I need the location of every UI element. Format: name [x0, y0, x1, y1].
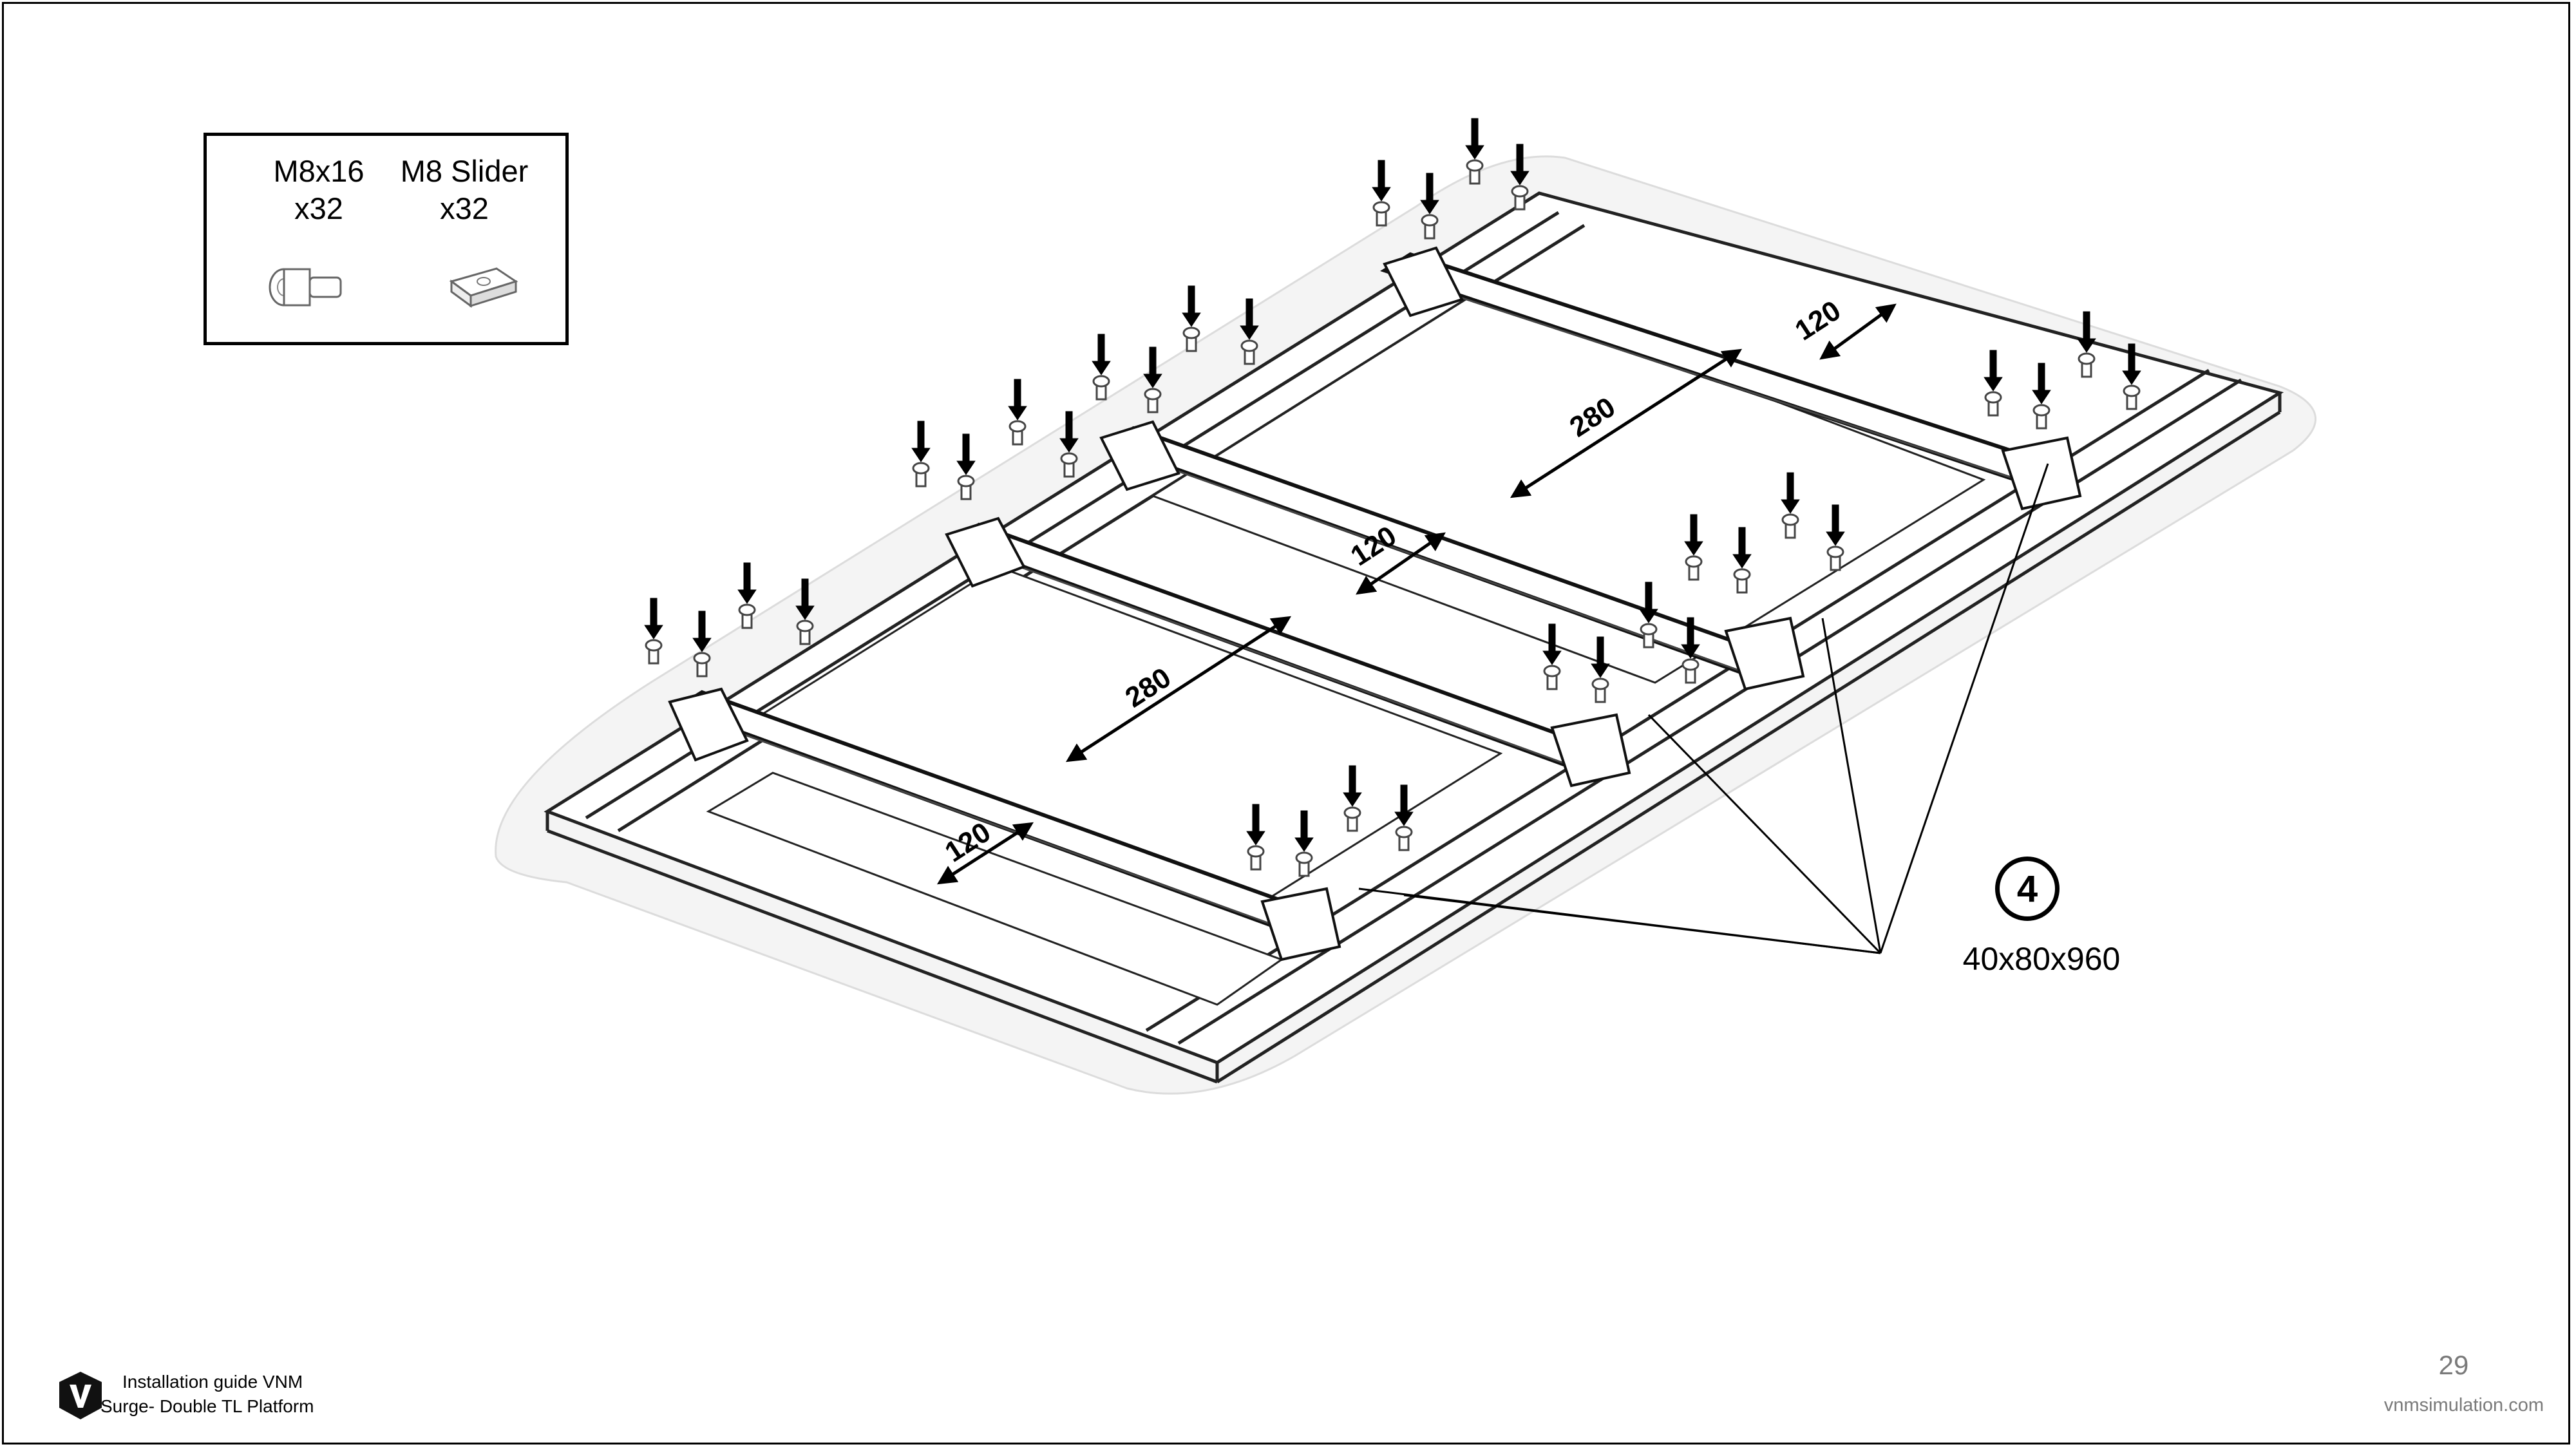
website-link[interactable]: vnmsimulation.com — [2383, 1395, 2544, 1416]
part-callout-number: 4 — [1995, 857, 2060, 921]
bolt-with-arrow — [1781, 472, 1800, 539]
bolt-with-arrow — [1294, 810, 1314, 877]
bolt-with-arrow — [2122, 343, 2141, 410]
bolt-with-arrow — [737, 562, 757, 629]
callout-leaders — [1358, 463, 2049, 954]
part-quantity: x32 — [440, 191, 489, 225]
m8-bolt-icon — [269, 268, 342, 307]
bolt-with-arrow — [1059, 411, 1079, 478]
bolt-with-arrow — [2032, 363, 2051, 430]
bolt-markers — [644, 118, 2141, 877]
parts-list-box: M8x16 x32 M8 Slider x32 — [204, 133, 569, 345]
bolt-with-arrow — [1542, 623, 1562, 690]
dimension-lines — [936, 303, 1897, 885]
bolt-with-arrow — [956, 433, 976, 500]
bolt-with-arrow — [1510, 144, 1530, 211]
t-slot-slider-icon — [449, 267, 518, 308]
bolt-with-arrow — [1246, 804, 1265, 871]
part-quantity: x32 — [294, 191, 343, 225]
part-name: M8x16 — [273, 154, 365, 188]
bolt-with-arrow — [1732, 527, 1752, 594]
vnm-shield-logo-icon — [59, 1372, 102, 1419]
bolt-with-arrow — [1240, 298, 1259, 365]
bolt-with-arrow — [911, 421, 931, 488]
bolt-with-arrow — [1681, 617, 1700, 684]
bolt-with-arrow — [1143, 346, 1162, 413]
bolt-with-arrow — [1465, 118, 1484, 185]
bolt-with-arrow — [692, 611, 712, 677]
bolt-with-arrow — [1420, 173, 1439, 240]
bolt-with-arrow — [1343, 765, 1362, 832]
part-bolt: M8x16 x32 — [242, 153, 396, 227]
bolt-with-arrow — [2077, 311, 2096, 378]
corner-brackets — [668, 246, 2082, 961]
part-name: M8 Slider — [400, 154, 529, 188]
part-callout-label: 40x80x960 — [1962, 941, 2121, 977]
footer-product-name: Surge- Double TL Platform — [100, 1396, 314, 1416]
bolt-with-arrow — [1394, 784, 1414, 851]
footer-guide-title: Installation guide VNM — [122, 1372, 303, 1392]
page-number: 29 — [2438, 1350, 2469, 1380]
bolt-with-arrow — [1008, 379, 1027, 446]
bolt-with-arrow — [1639, 582, 1658, 649]
bolt-with-arrow — [644, 598, 663, 665]
bolt-with-arrow — [1182, 285, 1201, 352]
bolt-with-arrow — [1372, 160, 1391, 227]
bolt-with-arrow — [1092, 334, 1111, 401]
bolt-with-arrow — [1826, 504, 1845, 571]
bolt-with-arrow — [1591, 636, 1610, 703]
part-slider: M8 Slider x32 — [387, 153, 542, 227]
bolt-with-arrow — [1684, 514, 1703, 581]
bolt-with-arrow — [795, 578, 815, 645]
bolt-with-arrow — [1984, 350, 2003, 417]
